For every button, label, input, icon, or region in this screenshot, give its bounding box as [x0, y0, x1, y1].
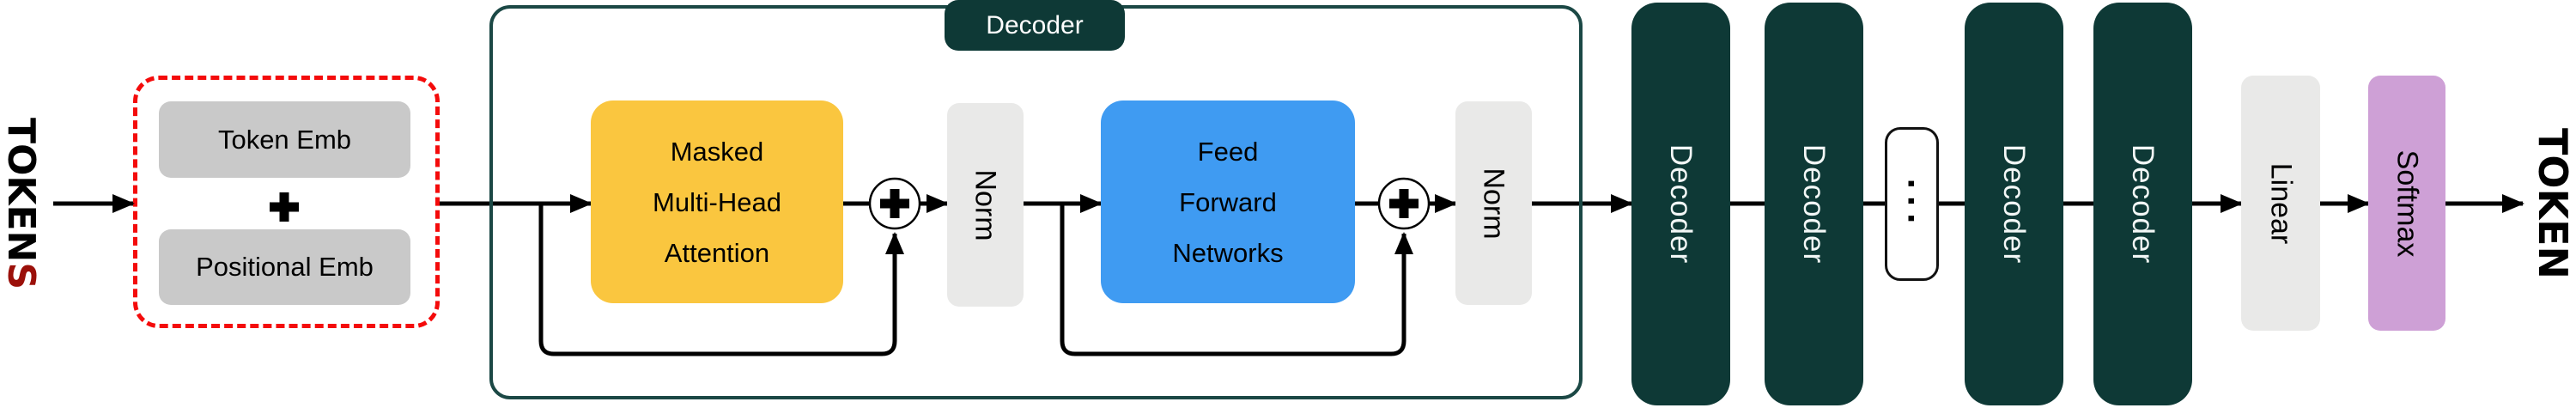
token-embedding-box: Token Emb [159, 101, 410, 178]
softmax-box: Softmax [2368, 76, 2445, 331]
decoder-tab: Decoder [945, 0, 1125, 51]
decoder-pillar-4: Decoder [2093, 3, 2192, 405]
mha-line: Attention [664, 237, 770, 268]
positional-embedding-box: Positional Emb [159, 229, 410, 305]
masked-multi-head-attention-box: Masked Multi-Head Attention [591, 100, 843, 303]
decoder-pillar-1: Decoder [1631, 3, 1730, 405]
decoder-pillar-label: Decoder [1997, 143, 2032, 265]
decoder-pillar-2: Decoder [1765, 3, 1863, 405]
norm-box-1: Norm [947, 103, 1024, 307]
feed-forward-networks-box: Feed Forward Networks [1101, 100, 1355, 303]
ellipsis-label: ... [1899, 178, 1942, 230]
add-icon [880, 189, 909, 218]
norm-label: Norm [1477, 167, 1510, 240]
mha-line: Multi-Head [653, 186, 781, 217]
add-icon [1389, 189, 1419, 218]
residual-skip-2 [1060, 204, 1413, 356]
add-icon [270, 192, 299, 222]
ffn-line: Forward [1179, 186, 1277, 217]
embedding-group-dashed-box [133, 76, 440, 328]
residual-skip-1 [538, 204, 904, 356]
norm-box-2: Norm [1455, 101, 1532, 305]
ffn-line: Feed [1197, 136, 1259, 167]
token-embedding-label: Token Emb [217, 124, 352, 155]
decoder-pillar-label: Decoder [1797, 143, 1832, 265]
decoder-pillar-3: Decoder [1965, 3, 2063, 405]
decoder-tab-label: Decoder [986, 10, 1084, 40]
linear-box: Linear [2241, 76, 2320, 331]
softmax-label: Softmax [2391, 149, 2423, 257]
linear-label: Linear [2264, 162, 2298, 244]
norm-label: Norm [969, 168, 1002, 241]
decoder-pillar-label: Decoder [2126, 143, 2160, 265]
positional-embedding-label: Positional Emb [196, 252, 374, 282]
ffn-line: Networks [1172, 237, 1284, 268]
ellipsis-box: ... [1885, 127, 1942, 281]
decoder-pillar-label: Decoder [1664, 143, 1698, 265]
mha-line: Masked [670, 136, 764, 167]
